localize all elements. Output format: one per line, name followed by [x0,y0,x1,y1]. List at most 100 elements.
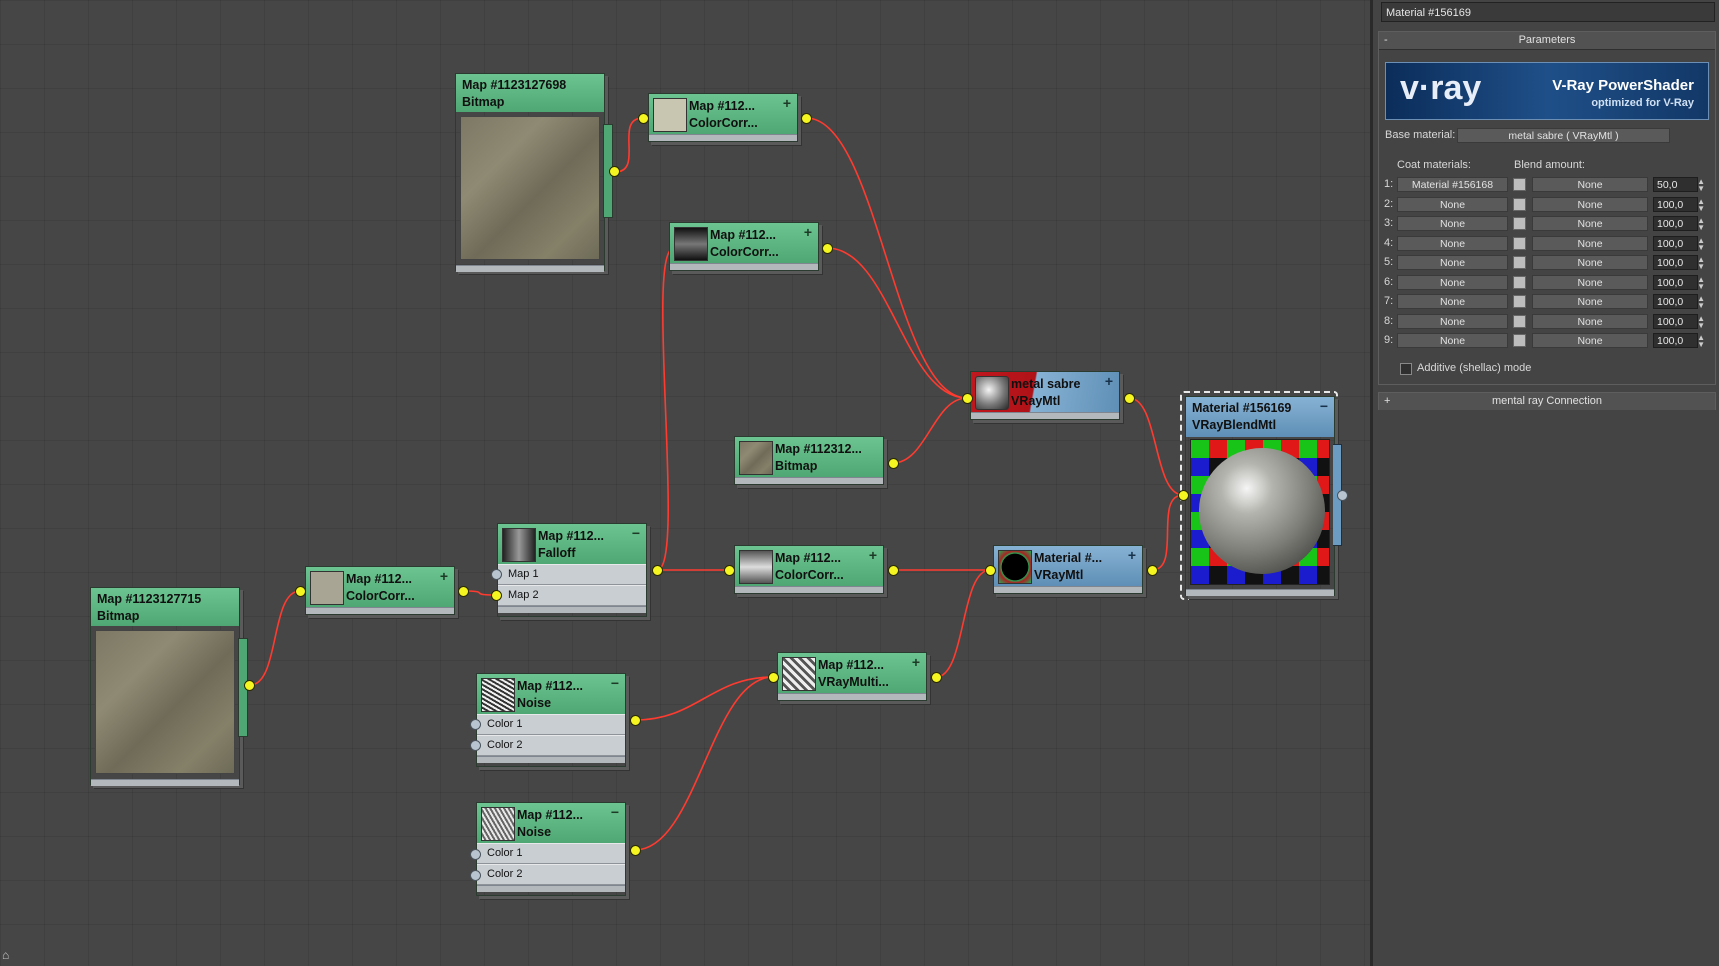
node-vrayblendmtl[interactable]: Material #156169 VRayBlendMtl − [1185,396,1335,596]
collapse-icon[interactable]: − [1319,398,1328,414]
coat-enable-swatch[interactable] [1513,217,1526,230]
input-port[interactable] [1178,490,1189,501]
coat-enable-swatch[interactable] [1513,314,1526,328]
spinner-arrows-icon[interactable]: ▲▼ [1697,274,1705,291]
coat-material-button[interactable]: Material #156168 [1397,177,1508,192]
node-bitmap-left[interactable]: Map #1123127715 Bitmap [90,587,240,786]
node-colorcorrect-left[interactable]: Map #112... ColorCorr... + [305,566,455,615]
output-port[interactable] [630,845,641,856]
wire[interactable] [656,247,675,571]
slot-color-2[interactable]: Color 2 [477,864,625,885]
node-header[interactable]: Material #... VRayMtl + [994,546,1142,586]
expand-icon[interactable]: + [1104,373,1113,389]
input-port[interactable] [962,393,973,404]
coat-material-button[interactable]: None [1397,216,1508,231]
output-port[interactable] [888,458,899,469]
coat-material-button[interactable]: None [1397,274,1508,290]
coat-material-button[interactable]: None [1397,235,1508,251]
wire[interactable] [634,676,774,851]
output-port[interactable] [1124,393,1135,404]
blend-amount-spinner[interactable]: 100,0▲▼ [1653,235,1705,251]
blend-map-button[interactable]: None [1532,294,1648,309]
input-port-color-1[interactable] [470,849,481,860]
output-port[interactable] [888,565,899,576]
blend-map-button[interactable]: None [1532,313,1648,329]
coat-enable-swatch[interactable] [1513,334,1526,347]
slot-map-1[interactable]: Map 1 [498,564,646,585]
coat-material-button[interactable]: None [1397,333,1508,348]
wire[interactable] [614,117,644,173]
expand-icon[interactable]: + [1127,547,1136,563]
spinner-arrows-icon[interactable]: ▲▼ [1697,216,1705,232]
wire[interactable] [634,676,774,721]
node-bitmap-top[interactable]: Map #1123127698 Bitmap [455,73,605,272]
output-port[interactable] [244,680,255,691]
blend-amount-spinner[interactable]: 100,0▲▼ [1653,255,1705,271]
output-port[interactable] [1337,490,1348,501]
coat-enable-swatch[interactable] [1513,197,1526,211]
collapse-icon[interactable]: − [631,525,640,541]
output-port[interactable] [1147,565,1158,576]
node-header[interactable]: Map #112... Falloff − [498,524,646,564]
blend-amount-spinner[interactable]: 100,0▲▼ [1653,196,1705,212]
collapse-icon[interactable]: − [610,675,619,691]
node-header[interactable]: Map #112... ColorCorr... + [649,94,797,134]
node-vraymulti[interactable]: Map #112... VRayMulti... + [777,652,927,701]
input-port-color-1[interactable] [470,719,481,730]
slot-map-2[interactable]: Map 2 [498,585,646,606]
blend-map-button[interactable]: None [1532,216,1648,231]
input-port-map-1[interactable] [491,569,502,580]
input-port[interactable] [724,565,735,576]
expand-icon[interactable]: + [803,224,812,240]
blend-map-button[interactable]: None [1532,274,1648,290]
pan-tool-icon[interactable]: ⌂ [2,948,10,962]
blend-amount-spinner[interactable]: 100,0▲▼ [1653,313,1705,329]
node-header[interactable]: Map #112... ColorCorr... + [306,567,454,607]
wire[interactable] [805,117,968,399]
node-colorcorrect-mid[interactable]: Map #112... ColorCorr... + [669,222,819,271]
coat-enable-swatch[interactable] [1513,178,1526,191]
wire[interactable] [892,397,968,464]
spinner-arrows-icon[interactable]: ▲▼ [1697,235,1705,252]
node-header[interactable]: Map #1123127698 Bitmap [456,74,604,112]
collapse-toggle[interactable]: - [1384,34,1388,46]
blend-amount-spinner[interactable]: 100,0▲▼ [1653,294,1705,310]
spinner-arrows-icon[interactable]: ▲▼ [1697,196,1705,213]
node-header[interactable]: Map #112... Noise − [477,674,625,714]
coat-enable-swatch[interactable] [1513,256,1526,269]
node-header[interactable]: Map #112... VRayMulti... + [778,653,926,693]
input-port[interactable] [985,565,996,576]
spinner-arrows-icon[interactable]: ▲▼ [1697,177,1705,193]
rollout-mental-ray-header[interactable]: + mental ray Connection [1379,393,1715,410]
expand-icon[interactable]: + [439,568,448,584]
output-port[interactable] [609,166,620,177]
blend-amount-spinner[interactable]: 100,0▲▼ [1653,333,1705,349]
spinner-arrows-icon[interactable]: ▲▼ [1697,333,1705,349]
node-falloff[interactable]: Map #112... Falloff − Map 1 Map 2 [497,523,647,617]
coat-enable-swatch[interactable] [1513,236,1526,250]
expand-icon[interactable]: + [911,654,920,670]
coat-material-button[interactable]: None [1397,196,1508,212]
spinner-arrows-icon[interactable]: ▲▼ [1697,255,1705,271]
node-header[interactable]: Map #112... ColorCorr... + [735,546,883,586]
collapse-icon[interactable]: − [610,804,619,820]
node-header[interactable]: Map #112... ColorCorr... + [670,223,818,263]
wire[interactable] [826,247,968,399]
coat-material-button[interactable]: None [1397,294,1508,309]
node-header[interactable]: Material #156169 VRayBlendMtl − [1186,397,1334,437]
input-port-map-2[interactable] [491,590,502,601]
coat-enable-swatch[interactable] [1513,275,1526,289]
spinner-arrows-icon[interactable]: ▲▼ [1697,313,1705,330]
output-port[interactable] [458,586,469,597]
wire[interactable] [1128,397,1184,496]
node-header[interactable]: Map #1123127715 Bitmap [91,588,239,626]
rollout-parameters-header[interactable]: - Parameters [1379,32,1715,50]
blend-amount-spinner[interactable]: 50,0▲▼ [1653,177,1705,193]
input-port[interactable] [638,113,649,124]
blend-amount-spinner[interactable]: 100,0▲▼ [1653,274,1705,290]
coat-material-button[interactable]: None [1397,255,1508,270]
material-name-field[interactable]: Material #156169 [1381,2,1715,22]
expand-icon[interactable]: + [782,95,791,111]
blend-map-button[interactable]: None [1532,333,1648,348]
slot-color-1[interactable]: Color 1 [477,843,625,864]
